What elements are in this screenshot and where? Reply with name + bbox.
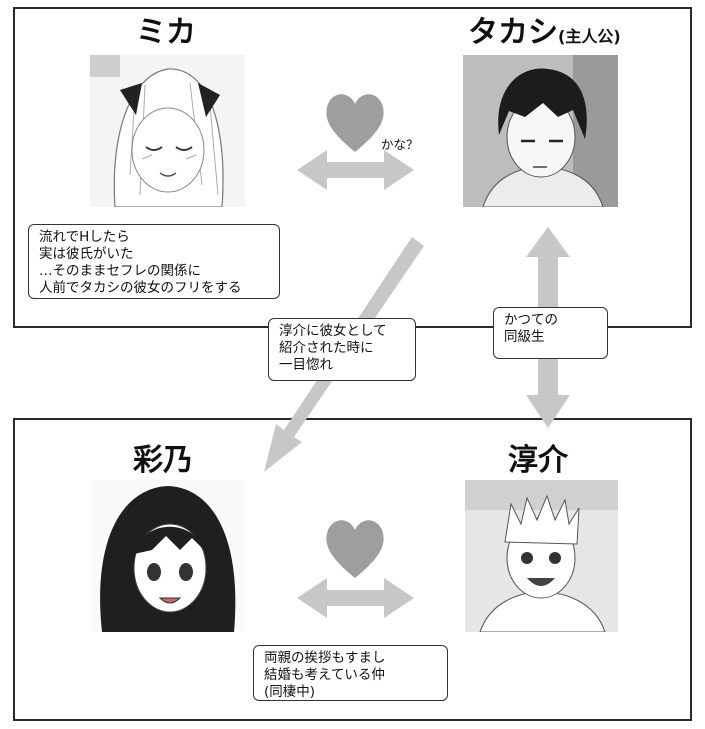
heart-icon [326, 520, 384, 578]
mika-drawing [90, 55, 245, 207]
name-takashi: タカシ(主人公) [468, 18, 621, 48]
crush-note: 淳介に彼女として 紹介された時に 一目惚れ [268, 318, 416, 381]
junsuke-drawing [465, 480, 618, 632]
protagonist-label: (主人公) [558, 27, 621, 46]
takashi-drawing [463, 55, 618, 207]
portrait-junsuke [465, 480, 618, 632]
name-junsuke: 淳介 [508, 443, 568, 478]
couple-note: 両親の挨拶もすまし 結婚も考えている仲 (同棲中) [253, 645, 448, 701]
ayano-drawing [92, 480, 244, 632]
portrait-takashi [463, 55, 618, 207]
heart-icon [326, 94, 384, 152]
classmate-note: かつての 同級生 [493, 307, 608, 359]
name-takashi-main: タカシ [468, 15, 558, 50]
heart-note: かな？ [381, 137, 419, 152]
mika-relationship-note: 流れでHしたら 実は彼氏がいた …そのままセフレの関係に 人前でタカシの彼女のフ… [28, 224, 280, 299]
double-arrow-icon [297, 150, 414, 190]
portrait-mika [90, 55, 245, 207]
name-ayano: 彩乃 [133, 443, 193, 478]
name-mika: ミカ [136, 15, 196, 50]
double-arrow-icon [297, 578, 414, 618]
portrait-ayano [92, 480, 244, 632]
